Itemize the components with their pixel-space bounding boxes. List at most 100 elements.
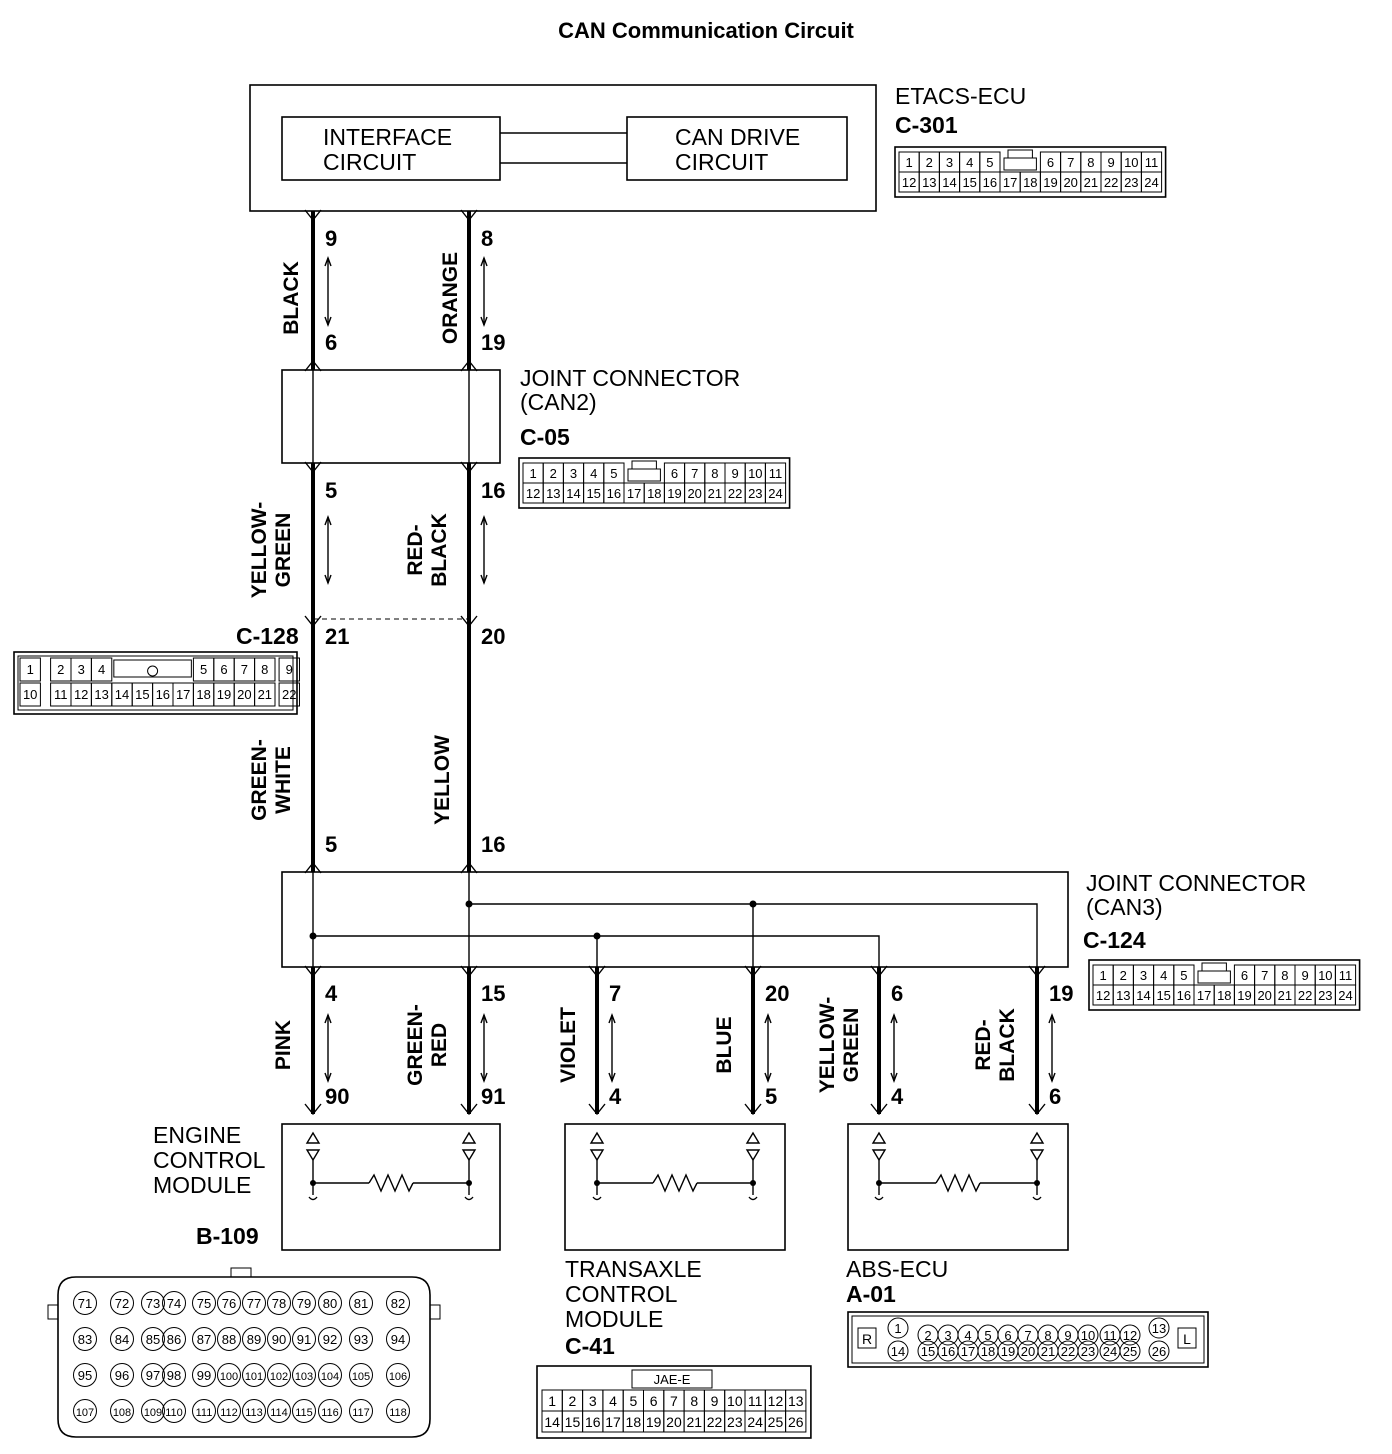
pin-number: 16 xyxy=(481,832,505,857)
jc2-sub: (CAN2) xyxy=(520,389,597,415)
pin-number: 5 xyxy=(765,1084,777,1109)
pin-label: 2 xyxy=(926,155,933,170)
tcm-connector: JAE-E11421531641751861972082192210231124… xyxy=(536,1365,812,1439)
terminal-arrow xyxy=(460,461,478,474)
pin-number: 6 xyxy=(1049,1084,1061,1109)
wire-color-label: RED- xyxy=(404,524,427,575)
pin-label: 112 xyxy=(220,1407,238,1419)
pin-label: 7 xyxy=(691,466,698,481)
pin-label: 17 xyxy=(605,1414,621,1430)
pin-number: 8 xyxy=(481,226,493,251)
pin-label: 22 xyxy=(1104,175,1118,190)
pin-label: 15 xyxy=(962,175,976,190)
pin-label: 96 xyxy=(115,1368,129,1383)
pin-label: 3 xyxy=(944,1328,951,1343)
jc3-code: C-124 xyxy=(1083,927,1146,953)
interface-circuit-box xyxy=(281,116,501,181)
pin-label: 6 xyxy=(1004,1328,1011,1343)
terminal-arrow xyxy=(744,1103,762,1116)
jc3-name: JOINT CONNECTOR xyxy=(1086,870,1306,896)
pin-label: 4 xyxy=(98,662,105,677)
pin-label: 76 xyxy=(222,1296,236,1311)
pin-number: 5 xyxy=(325,832,337,857)
wire-color-label: YELLOW- xyxy=(248,502,271,598)
pin-label: 24 xyxy=(747,1414,763,1430)
tcm-name-1: TRANSAXLE xyxy=(565,1256,702,1282)
pin-label: 1 xyxy=(1099,968,1106,983)
abs-code: A-01 xyxy=(846,1281,896,1307)
pin-label: 1 xyxy=(905,155,912,170)
pin-label: 18 xyxy=(1023,175,1037,190)
pin-label: 20 xyxy=(1021,1344,1035,1359)
pin-label: 8 xyxy=(1087,155,1094,170)
pin-label: 14 xyxy=(1136,988,1150,1003)
pin-label: 14 xyxy=(115,687,129,702)
tcm-code: C-41 xyxy=(565,1333,615,1359)
pin-label: 20 xyxy=(687,486,701,501)
ecm-code: B-109 xyxy=(196,1223,259,1249)
pin-label: 3 xyxy=(946,155,953,170)
diagram-title: CAN Communication Circuit xyxy=(558,18,854,43)
pin-label: 118 xyxy=(389,1407,407,1419)
pin-label: 22 xyxy=(282,687,296,702)
pin-label: 1 xyxy=(27,662,34,677)
can-drive-circuit-label: CAN DRIVE xyxy=(675,124,800,150)
pin-label: 15 xyxy=(1156,988,1170,1003)
pin-label: 21 xyxy=(1041,1344,1055,1359)
pin-label: 7 xyxy=(1067,155,1074,170)
pin-label: 84 xyxy=(115,1332,129,1347)
pin-label: 4 xyxy=(964,1328,971,1343)
pin-label: 93 xyxy=(354,1332,368,1347)
pin-number: 19 xyxy=(1049,981,1073,1006)
pin-label: 1 xyxy=(529,466,536,481)
pin-label: 92 xyxy=(323,1332,337,1347)
pin-label: 19 xyxy=(1237,988,1251,1003)
pin-label: 22 xyxy=(728,486,742,501)
pin-label: 18 xyxy=(647,486,661,501)
terminal-arrow xyxy=(460,861,478,874)
wire-color-label: GREEN xyxy=(272,513,295,588)
ecm-box xyxy=(281,1123,501,1251)
etacs-ecu-code: C-301 xyxy=(895,112,958,138)
pin-number: 16 xyxy=(481,478,505,503)
pin-label: 20 xyxy=(666,1414,682,1430)
pin-label: 12 xyxy=(526,486,540,501)
pin-label: 19 xyxy=(646,1414,662,1430)
terminal-arrow xyxy=(304,359,322,372)
pin-label: 15 xyxy=(135,687,149,702)
pin-label: 80 xyxy=(323,1296,337,1311)
pin-label: 10 xyxy=(727,1393,743,1409)
pin-label: 16 xyxy=(1177,988,1191,1003)
pin-label: 109 xyxy=(144,1407,162,1419)
pin-label: 21 xyxy=(708,486,722,501)
can-drive-circuit-box xyxy=(626,116,848,181)
pin-label: 7 xyxy=(1024,1328,1031,1343)
pin-label: 12 xyxy=(1123,1328,1137,1343)
pin-label: 12 xyxy=(902,175,916,190)
pin-label: 97 xyxy=(146,1368,160,1383)
pin-label: 14 xyxy=(891,1344,905,1359)
pin-label: 90 xyxy=(272,1332,286,1347)
pin-label: 10 xyxy=(1318,968,1332,983)
ecm-name-2: CONTROL xyxy=(153,1147,266,1173)
pin-label: 13 xyxy=(922,175,936,190)
pin-label: 18 xyxy=(1217,988,1231,1003)
tcm-name-3: MODULE xyxy=(565,1306,663,1332)
pin-label: 6 xyxy=(671,466,678,481)
resistor-symbol xyxy=(368,1173,414,1193)
pin-label: 5 xyxy=(1180,968,1187,983)
pin-label: 101 xyxy=(245,1371,263,1383)
pin-number: 5 xyxy=(325,478,337,503)
terminal-arrow xyxy=(304,1103,322,1116)
pin-label: 10 xyxy=(748,466,762,481)
terminal-arrow xyxy=(1028,1103,1046,1116)
wire-color-label: GREEN xyxy=(840,1008,863,1083)
pin-number: 4 xyxy=(325,981,338,1006)
etacs-ecu-name: ETACS-ECU xyxy=(895,83,1026,109)
pin-label: 74 xyxy=(167,1296,181,1311)
pin-label: 115 xyxy=(295,1407,313,1419)
pin-label: 11 xyxy=(1339,968,1353,983)
terminal-arrow xyxy=(460,209,478,222)
